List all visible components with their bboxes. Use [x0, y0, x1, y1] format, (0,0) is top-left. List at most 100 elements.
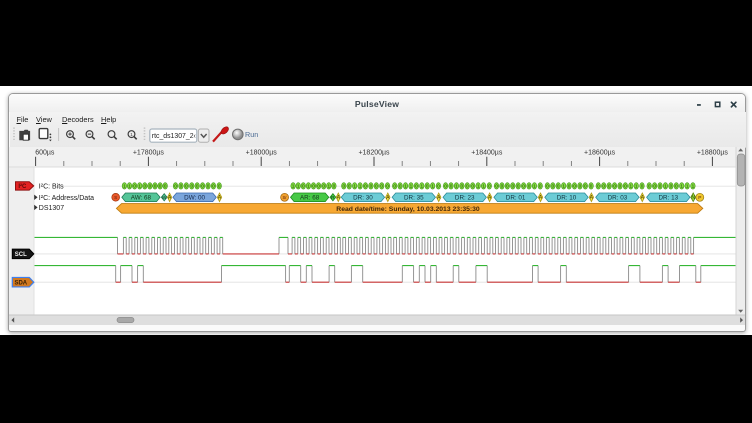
svg-text:0: 0	[517, 184, 520, 189]
svg-text:0: 0	[670, 184, 673, 189]
svg-text:0: 0	[546, 184, 549, 189]
svg-text:SDA: SDA	[14, 281, 27, 287]
svg-text:0: 0	[212, 184, 215, 189]
svg-text:DR: 35: DR: 35	[404, 195, 424, 202]
svg-text:1: 1	[680, 184, 683, 189]
svg-text:0: 0	[444, 184, 447, 189]
svg-text:0: 0	[380, 184, 383, 189]
svg-text:DW: 00: DW: 00	[184, 195, 205, 202]
svg-text:0: 0	[415, 184, 418, 189]
svg-text:0: 0	[506, 184, 509, 189]
svg-text:1: 1	[482, 184, 485, 189]
svg-text:+18800µs: +18800µs	[697, 150, 729, 157]
svg-text:0: 0	[386, 184, 389, 189]
svg-text:0: 0	[201, 184, 204, 189]
svg-text:0: 0	[568, 184, 571, 189]
svg-text:0: 0	[196, 184, 199, 189]
svg-text:0: 0	[218, 184, 221, 189]
svg-text:DR: 03: DR: 03	[608, 195, 628, 202]
svg-text:AR: 68: AR: 68	[300, 195, 320, 202]
svg-text:0: 0	[154, 184, 157, 189]
svg-text:A: A	[641, 195, 645, 201]
svg-text:1: 1	[664, 184, 667, 189]
svg-text:0: 0	[501, 184, 504, 189]
svg-text:0: 0	[190, 184, 193, 189]
svg-text:1: 1	[477, 184, 480, 189]
svg-text:0: 0	[450, 184, 453, 189]
svg-text:A: A	[539, 195, 543, 201]
svg-text:1: 1	[533, 184, 536, 189]
svg-text:1: 1	[327, 184, 330, 189]
svg-text:A: A	[590, 195, 594, 201]
svg-text:A: A	[488, 195, 492, 201]
svg-text:+18200µs: +18200µs	[358, 150, 390, 157]
svg-text:I²C: Bits: I²C: Bits	[39, 183, 64, 190]
svg-text:1: 1	[635, 184, 638, 189]
svg-text:0: 0	[653, 184, 656, 189]
svg-text:0: 0	[584, 184, 587, 189]
svg-text:Run: Run	[245, 130, 258, 139]
svg-text:0: 0	[613, 184, 616, 189]
svg-text:0: 0	[317, 184, 320, 189]
svg-text:0: 0	[659, 184, 662, 189]
svg-text:0: 0	[495, 184, 498, 189]
svg-text:DR: 23: DR: 23	[455, 195, 475, 202]
svg-text:0: 0	[461, 184, 464, 189]
svg-text:0: 0	[437, 184, 440, 189]
svg-text:SCL: SCL	[15, 252, 27, 258]
svg-text:0: 0	[333, 184, 336, 189]
svg-text:0: 0	[393, 184, 396, 189]
svg-text:A: A	[337, 195, 341, 201]
svg-text:A: A	[437, 195, 441, 201]
svg-text:A: A	[218, 195, 222, 201]
svg-text:I²C: Address/Data: I²C: Address/Data	[39, 195, 94, 202]
svg-text:0: 0	[528, 184, 531, 189]
svg-text:0: 0	[164, 184, 167, 189]
svg-text:0: 0	[375, 184, 378, 189]
svg-text:0: 0	[159, 184, 162, 189]
svg-text:W: W	[162, 195, 167, 201]
svg-text:0: 0	[488, 184, 491, 189]
svg-text:0: 0	[648, 184, 651, 189]
svg-text:0: 0	[149, 184, 152, 189]
svg-text:1: 1	[292, 184, 295, 189]
svg-text:0: 0	[675, 184, 678, 189]
svg-text:0: 0	[322, 184, 325, 189]
svg-text:0: 0	[207, 184, 210, 189]
svg-text:0: 0	[364, 184, 367, 189]
svg-text:0: 0	[552, 184, 555, 189]
svg-text:0: 0	[602, 184, 605, 189]
svg-text:0: 0	[399, 184, 402, 189]
svg-text:DR: 01: DR: 01	[506, 195, 526, 202]
svg-text:0: 0	[641, 184, 644, 189]
svg-text:+18600µs: +18600µs	[584, 150, 616, 157]
svg-text:0: 0	[185, 184, 188, 189]
svg-text:1: 1	[420, 184, 423, 189]
svg-text:0: 0	[342, 184, 345, 189]
svg-text:1: 1	[130, 132, 133, 137]
svg-text:0: 0	[597, 184, 600, 189]
svg-text:1: 1	[128, 184, 131, 189]
svg-text:1: 1	[404, 184, 407, 189]
svg-text:DR: 13: DR: 13	[658, 195, 678, 202]
svg-text:DS1307: DS1307	[39, 205, 64, 212]
svg-text:0: 0	[557, 184, 560, 189]
svg-text:0: 0	[370, 184, 373, 189]
svg-text:A: A	[168, 195, 172, 201]
svg-text:0: 0	[608, 184, 611, 189]
svg-text:Sr: Sr	[283, 195, 288, 200]
svg-text:1: 1	[431, 184, 434, 189]
svg-text:0: 0	[133, 184, 136, 189]
svg-text:P: P	[698, 195, 701, 201]
svg-text:Read date/time: Sunday, 10.03.: Read date/time: Sunday, 10.03.2013 23:35…	[336, 206, 480, 213]
svg-text:0: 0	[302, 184, 305, 189]
svg-text:1: 1	[686, 184, 689, 189]
svg-text:0: 0	[573, 184, 576, 189]
svg-text:N: N	[691, 195, 695, 201]
svg-text:1: 1	[359, 184, 362, 189]
svg-text:0: 0	[312, 184, 315, 189]
svg-text:1: 1	[123, 184, 126, 189]
svg-text:1: 1	[297, 184, 300, 189]
svg-text:1: 1	[307, 184, 310, 189]
svg-text:1: 1	[630, 184, 633, 189]
